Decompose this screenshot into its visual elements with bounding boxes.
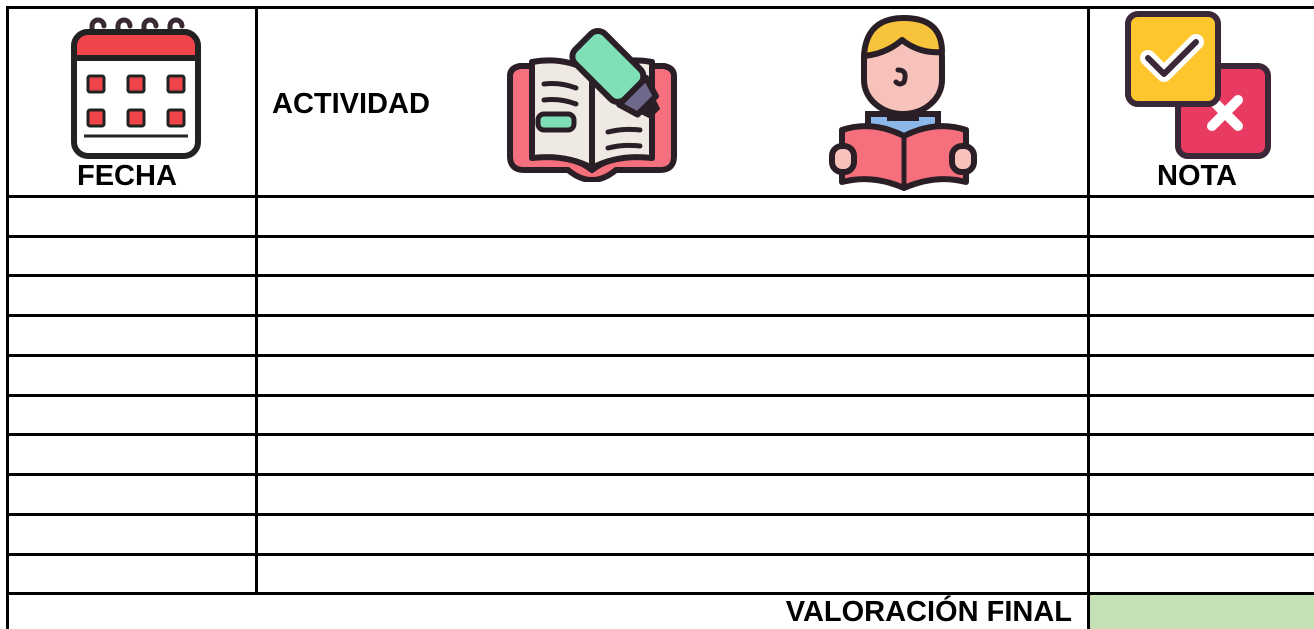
row-cell-actividad[interactable]: [258, 475, 1088, 514]
grid-line: [6, 235, 1314, 238]
row-cell-actividad[interactable]: [258, 237, 1088, 276]
header-cell-nota: NOTA: [1090, 8, 1314, 196]
grid-line: [6, 592, 1314, 595]
grid-line: [6, 6, 1314, 9]
row-cell-fecha[interactable]: [8, 276, 256, 315]
row-cell-fecha[interactable]: [8, 197, 256, 236]
grid-line: [6, 314, 1314, 317]
row-cell-actividad[interactable]: [258, 356, 1088, 395]
row-cell-nota[interactable]: [1090, 276, 1314, 315]
final-label-cell: VALORACIÓN FINAL: [8, 594, 1088, 629]
row-cell-actividad[interactable]: [258, 197, 1088, 236]
grid-line: [1087, 6, 1090, 629]
row-cell-actividad[interactable]: [258, 515, 1088, 554]
header-label-nota: NOTA: [1157, 160, 1238, 192]
header-cell-fecha: FECHA: [8, 8, 256, 196]
header-cell-actividad: ACTIVIDAD: [258, 8, 1088, 196]
row-cell-fecha[interactable]: [8, 435, 256, 474]
grid-line: [6, 6, 9, 629]
grid-line: [6, 433, 1314, 436]
grid-line: [6, 354, 1314, 357]
book-highlighter-icon: [507, 27, 677, 182]
row-cell-fecha[interactable]: [8, 515, 256, 554]
row-cell-nota[interactable]: [1090, 515, 1314, 554]
row-cell-nota[interactable]: [1090, 555, 1314, 594]
row-cell-fecha[interactable]: [8, 316, 256, 355]
row-cell-actividad[interactable]: [258, 555, 1088, 594]
calendar-icon: [71, 17, 201, 159]
row-cell-fecha[interactable]: [8, 356, 256, 395]
row-cell-nota[interactable]: [1090, 356, 1314, 395]
grid-line: [6, 513, 1314, 516]
final-value-cell[interactable]: [1089, 594, 1314, 629]
final-label: VALORACIÓN FINAL: [785, 596, 1072, 628]
grid-line: [6, 394, 1314, 397]
grid-line: [6, 274, 1314, 277]
grid-line: [255, 6, 258, 595]
grid-line: [6, 473, 1314, 476]
row-cell-actividad[interactable]: [258, 316, 1088, 355]
header-label-actividad: ACTIVIDAD: [272, 88, 430, 120]
row-cell-nota[interactable]: [1090, 396, 1314, 435]
row-cell-fecha[interactable]: [8, 396, 256, 435]
grid-line: [6, 553, 1314, 556]
row-cell-actividad[interactable]: [258, 396, 1088, 435]
check-cross-icon: [1125, 11, 1271, 159]
row-cell-fecha[interactable]: [8, 555, 256, 594]
student-reading-icon: [829, 15, 977, 191]
row-cell-nota[interactable]: [1090, 237, 1314, 276]
row-cell-actividad[interactable]: [258, 435, 1088, 474]
row-cell-nota[interactable]: [1090, 197, 1314, 236]
row-cell-nota[interactable]: [1090, 475, 1314, 514]
row-cell-fecha[interactable]: [8, 237, 256, 276]
row-cell-fecha[interactable]: [8, 475, 256, 514]
row-cell-actividad[interactable]: [258, 276, 1088, 315]
header-label-fecha: FECHA: [77, 160, 177, 192]
row-cell-nota[interactable]: [1090, 435, 1314, 474]
grid-line: [6, 195, 1314, 198]
row-cell-nota[interactable]: [1090, 316, 1314, 355]
